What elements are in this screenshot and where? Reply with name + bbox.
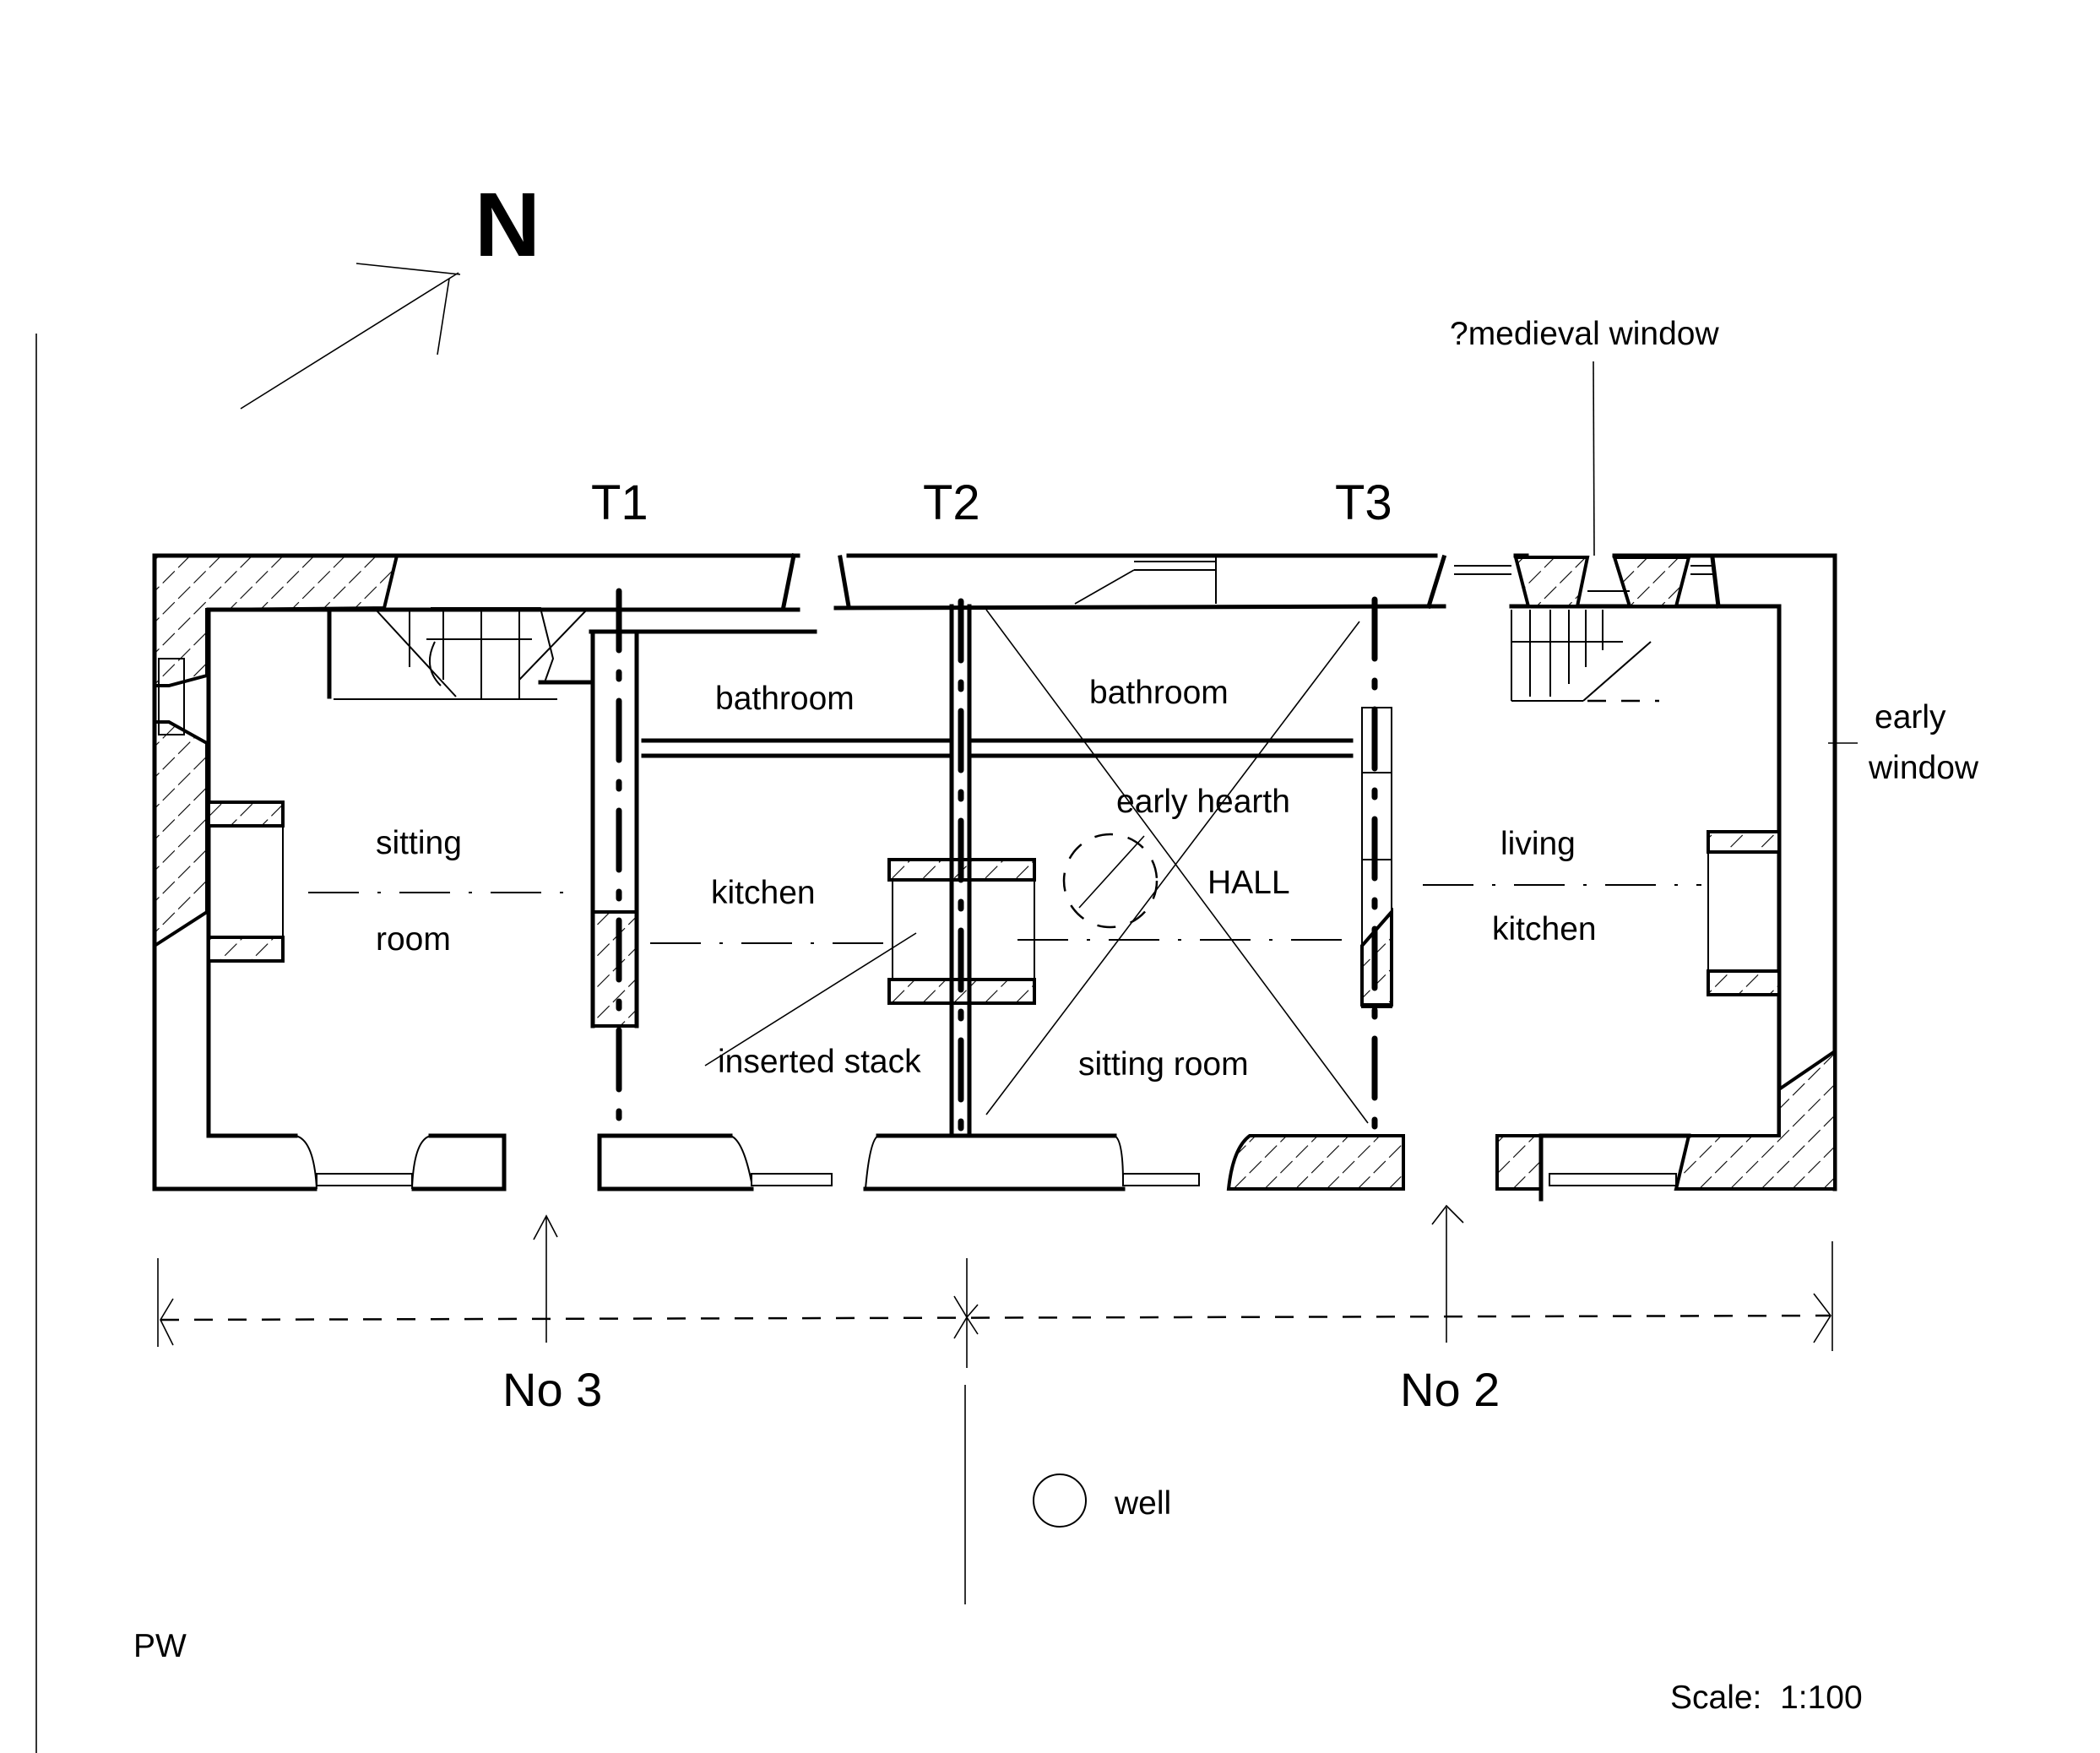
entrance-arrow-no3-icon (533, 1214, 558, 1343)
well-icon (1033, 1473, 1087, 1528)
annotation-early-window-2: window (1868, 750, 1979, 786)
fireplace-east (1707, 830, 1781, 996)
room-label-kitchen-no3: kitchen (711, 875, 816, 911)
early-hearth-circle (1062, 833, 1159, 929)
truss-label-t2: T2 (923, 475, 980, 530)
room-label-sitting: sitting (376, 825, 462, 861)
scale-label: Scale: 1:100 (1670, 1680, 1863, 1716)
room-label-sitting-room-no2: sitting room (1078, 1046, 1249, 1083)
author-initials: PW (133, 1628, 187, 1664)
dimension-line (157, 1241, 1833, 1604)
medieval-window-leader (1593, 361, 1595, 556)
north-label: N (475, 173, 540, 275)
staircase-no3 (327, 607, 594, 700)
room-label-room: room (376, 921, 451, 958)
inserted-stack-leader (704, 932, 917, 1066)
room-label-hall: HALL (1207, 865, 1290, 901)
room-label-kitchen-no2: kitchen (1492, 911, 1597, 947)
annotation-medieval-window: ?medieval window (1450, 316, 1720, 352)
truss-label-t1: T1 (591, 475, 648, 530)
property-label-no3: No 3 (502, 1363, 602, 1416)
partition-walls (589, 604, 1393, 1138)
truss-label-t3: T3 (1335, 475, 1392, 530)
staircase-no2 (1511, 610, 1659, 703)
building-walls (152, 553, 1837, 1202)
room-label-living: living (1500, 826, 1576, 862)
fireplace-west (207, 801, 285, 963)
hall-void-cross (985, 609, 1369, 1124)
annotation-inserted-stack: inserted stack (718, 1044, 921, 1080)
room-label-bathroom-no2: bathroom (1089, 675, 1229, 711)
room-label-bathroom-no3: bathroom (715, 681, 855, 717)
annotation-well: well (1114, 1485, 1171, 1522)
room-label-early-hearth: early hearth (1116, 784, 1290, 820)
annotation-early-window-1: early (1875, 699, 1946, 735)
entrance-arrow-no2-icon (1431, 1204, 1464, 1343)
north-arrow-icon (240, 263, 461, 410)
property-label-no2: No 2 (1400, 1363, 1500, 1416)
